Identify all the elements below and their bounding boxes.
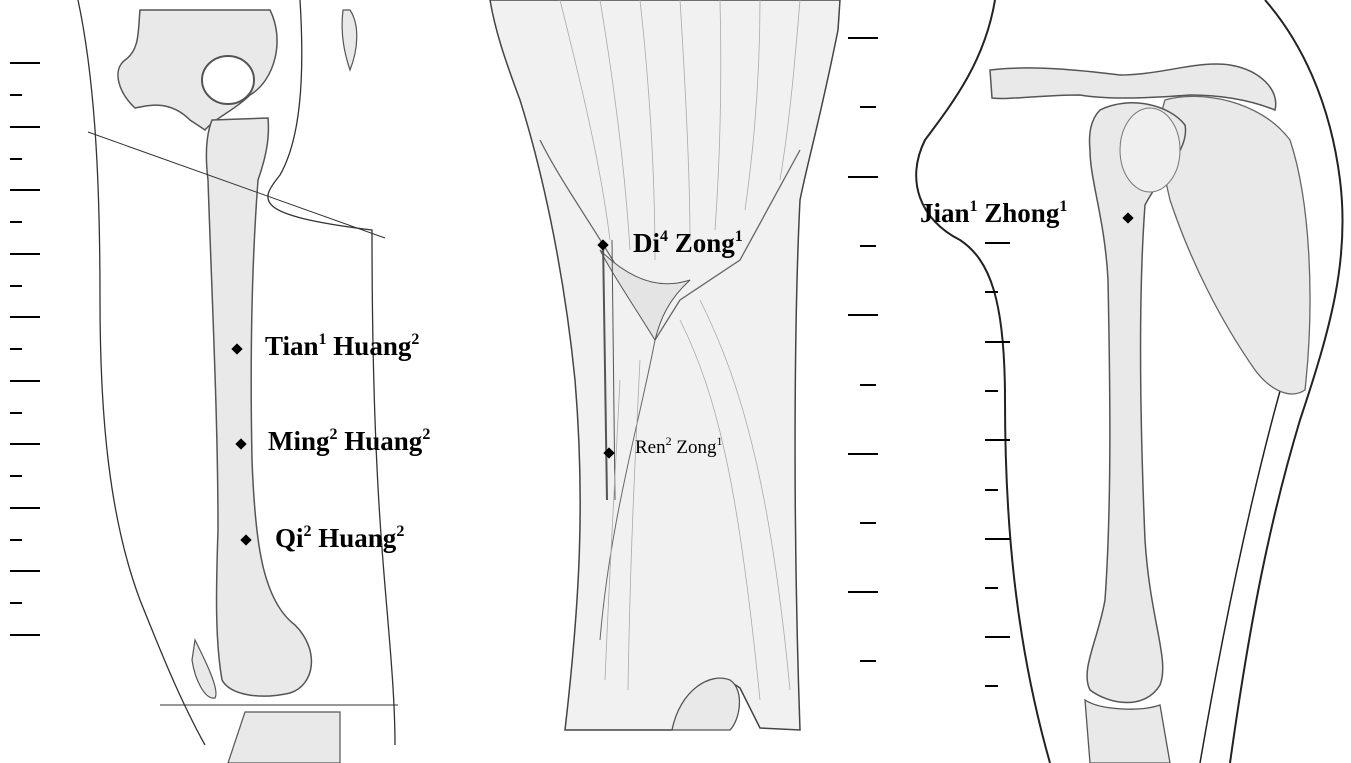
calf-ruler: [848, 38, 878, 661]
label-jian-zhong: Jian1 Zhong1: [920, 200, 1067, 227]
label-tian-huang: Tian1 Huang2: [265, 333, 419, 360]
label-di-zong: Di4 Zong1: [633, 230, 743, 257]
arm-panel: [916, 0, 1342, 763]
label-qi-huang: Qi2 Huang2: [275, 525, 404, 552]
thigh-ruler: [10, 63, 40, 635]
thigh-panel: [10, 0, 398, 763]
calf-panel: [490, 0, 878, 730]
label-ming-huang: Ming2 Huang2: [268, 428, 430, 455]
label-ren-zong: Ren2 Zong1: [635, 438, 722, 457]
